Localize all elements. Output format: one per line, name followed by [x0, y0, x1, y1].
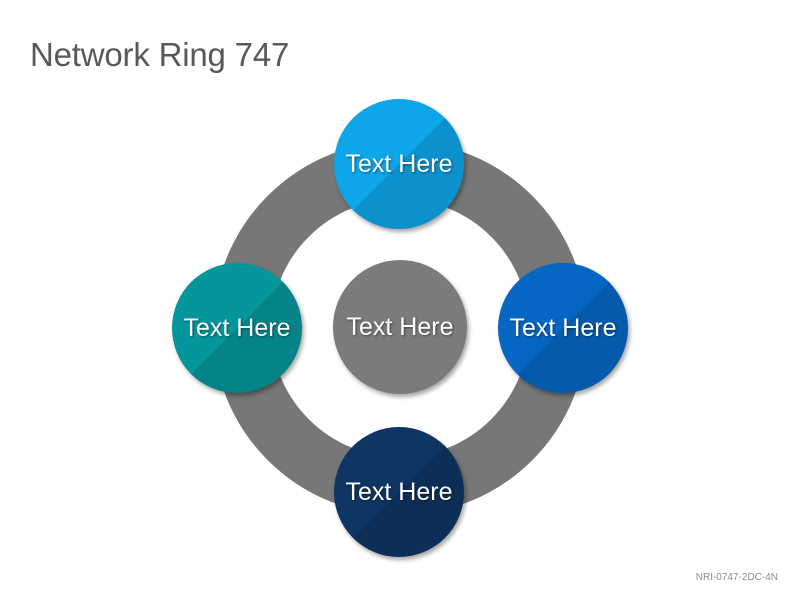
center-node[interactable]: Text Here [333, 260, 467, 394]
left-node[interactable]: Text Here [172, 263, 302, 393]
footer-code: NRI-0747-2DC-4N [695, 572, 778, 583]
bottom-node[interactable]: Text Here [334, 427, 464, 557]
right-node-label: Text Here [509, 313, 617, 342]
bottom-node-label: Text Here [345, 477, 453, 506]
slide-title: Network Ring 747 [30, 36, 290, 73]
center-node-label: Text Here [346, 312, 454, 341]
right-node[interactable]: Text Here [498, 263, 628, 393]
top-node-label: Text Here [345, 149, 453, 178]
left-node-label: Text Here [183, 313, 291, 342]
top-node[interactable]: Text Here [334, 99, 464, 229]
